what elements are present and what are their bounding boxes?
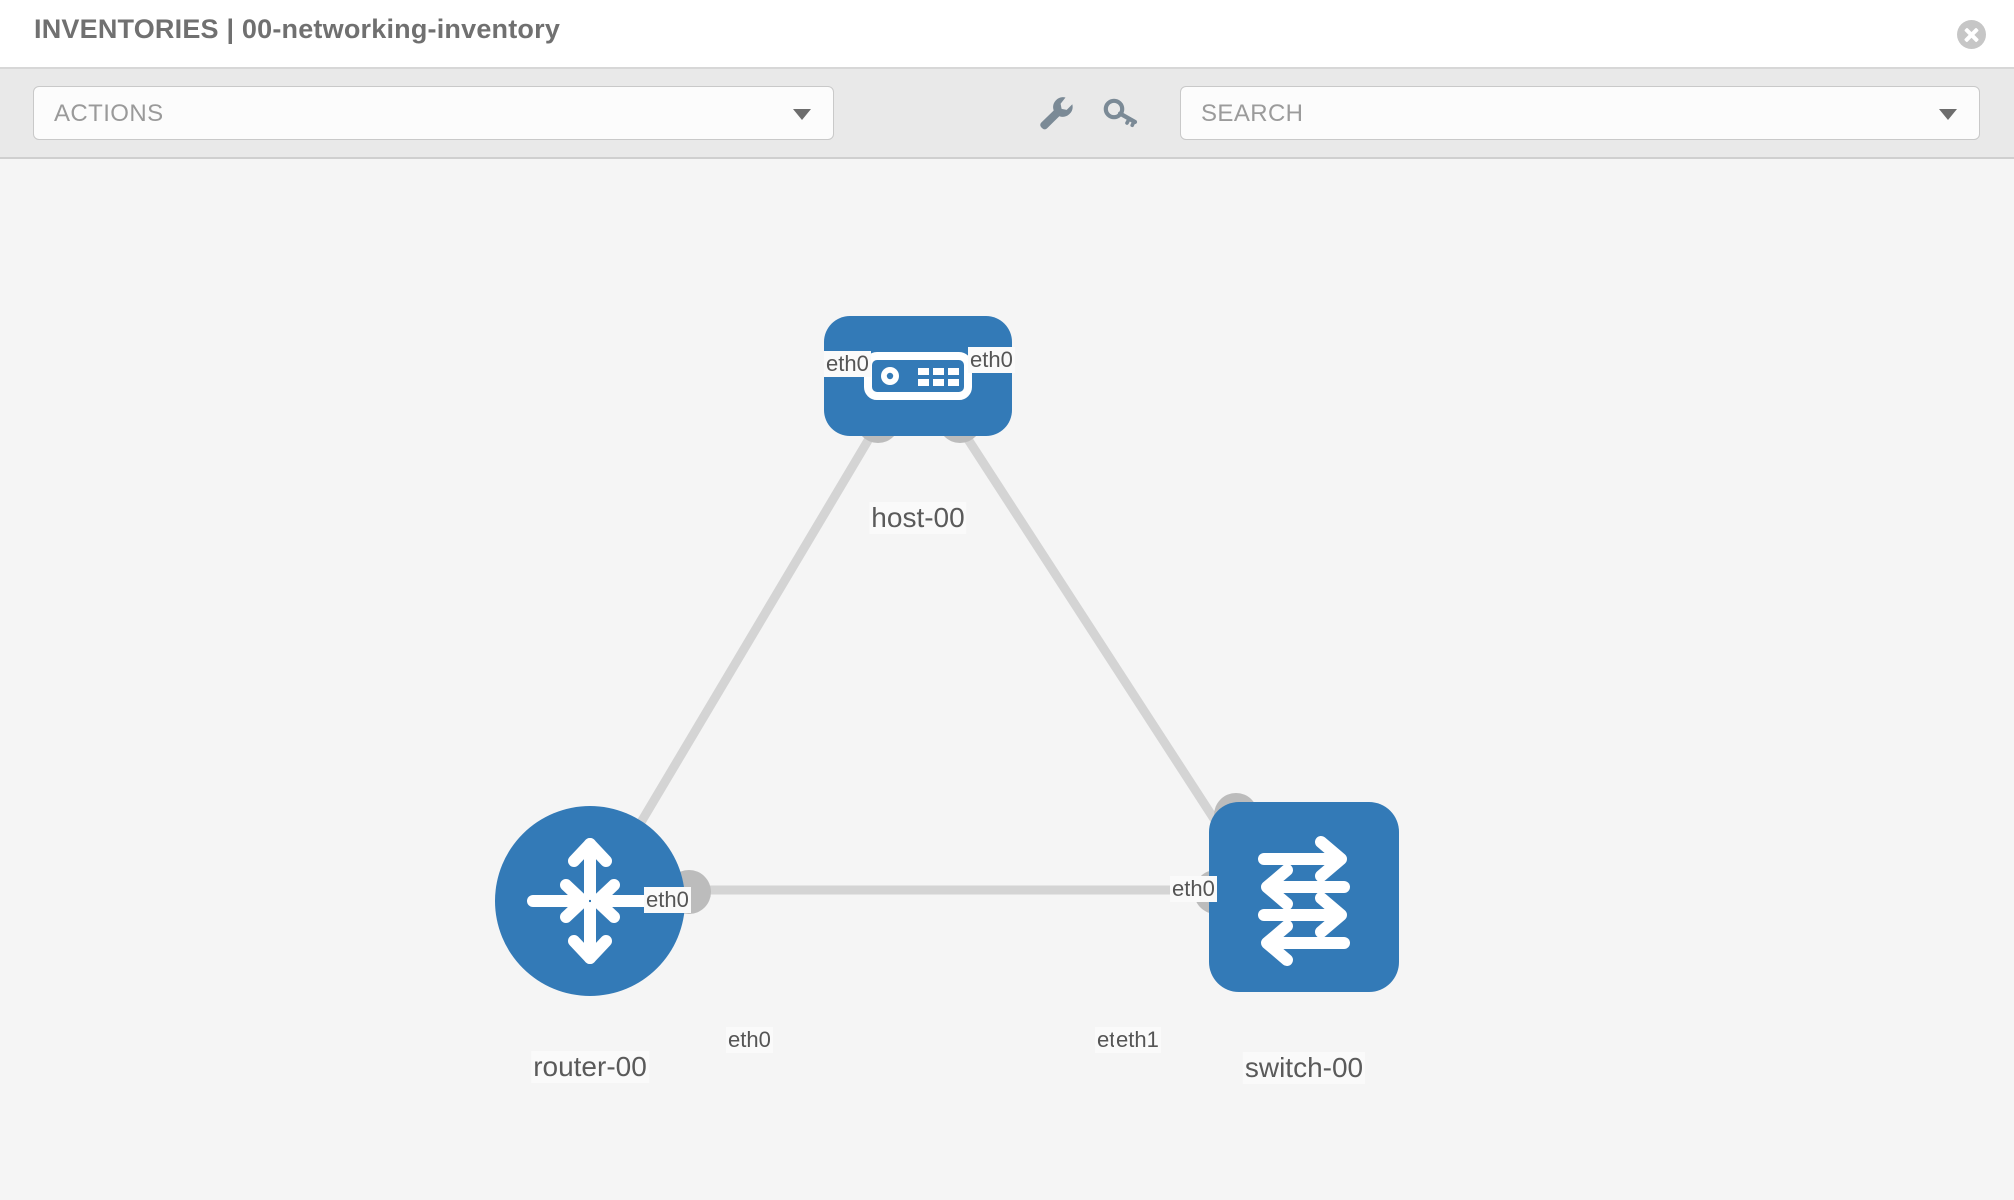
topology-node-router-00[interactable]: router-00 <box>495 806 685 1083</box>
iface-label-router-up[interactable]: eth0 <box>644 887 691 913</box>
wrench-icon[interactable] <box>1035 92 1077 134</box>
node-label-switch-00: switch-00 <box>1242 1052 1366 1084</box>
key-icon[interactable] <box>1100 92 1142 134</box>
node-label-router-00: router-00 <box>531 1051 649 1083</box>
close-icon[interactable] <box>1957 20 1986 49</box>
search-input[interactable]: SEARCH <box>1180 86 1980 140</box>
topology-canvas[interactable]: host-00 <box>0 159 2014 1200</box>
switch-icon <box>1258 836 1350 966</box>
link-host-switch[interactable] <box>956 424 1244 862</box>
iface-label-host-left[interactable]: eth0 <box>824 351 871 377</box>
actions-dropdown[interactable]: ACTIONS <box>33 86 834 140</box>
link-host-router[interactable] <box>608 424 880 874</box>
iface-label-switch-left[interactable]: eth1 <box>1114 1027 1161 1053</box>
node-label-host-00: host-00 <box>869 502 967 534</box>
topology-node-switch-00[interactable]: switch-00 <box>1209 802 1399 1084</box>
search-placeholder: SEARCH <box>1201 100 1304 127</box>
window-header: INVENTORIES | 00-networking-inventory <box>0 0 2014 69</box>
page-title: INVENTORIES | 00-networking-inventory <box>34 14 561 44</box>
node-shape-switch <box>1209 802 1399 992</box>
chevron-down-icon[interactable] <box>1939 109 1957 120</box>
router-icon <box>527 838 653 964</box>
chevron-down-icon <box>793 109 811 120</box>
actions-dropdown-label: ACTIONS <box>54 100 164 127</box>
iface-label-router-right[interactable]: eth0 <box>726 1027 773 1053</box>
toolbar: ACTIONS SEARCH <box>0 69 2014 159</box>
iface-label-switch-up[interactable]: eth0 <box>1170 876 1217 902</box>
iface-label-host-right[interactable]: eth0 <box>968 347 1015 373</box>
